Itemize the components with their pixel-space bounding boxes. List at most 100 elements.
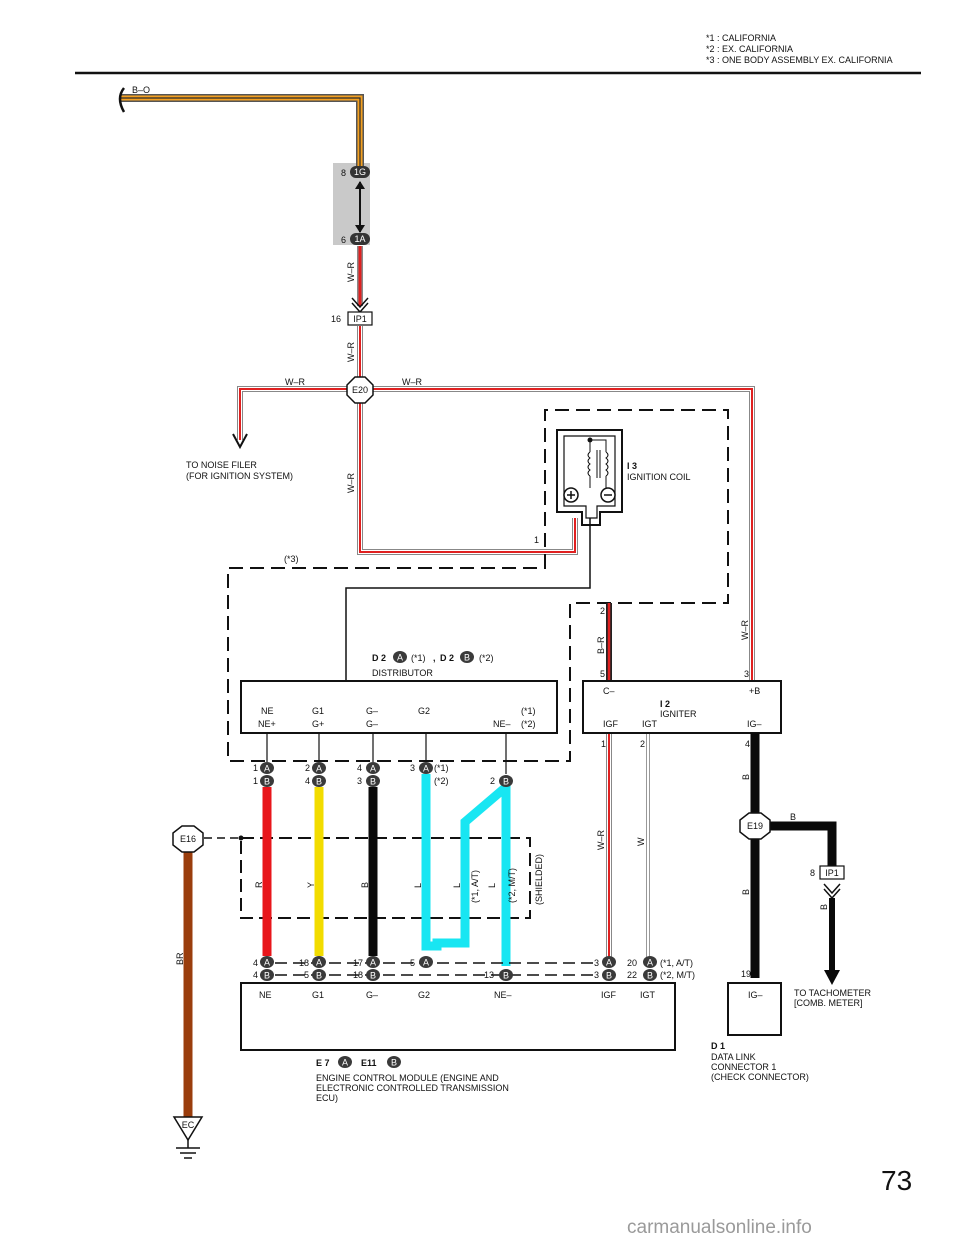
svg-text:G–: G– [366,990,378,1000]
svg-text:6: 6 [341,235,346,245]
igniter-pin-top-2: 2 [600,606,605,616]
svg-text:IGF: IGF [601,990,617,1000]
connector-1g: 1G 8 [341,166,370,178]
svg-text:8: 8 [341,168,346,178]
label-b-ig-3: B [741,889,751,895]
tacho-line2: [COMB. METER] [794,998,863,1008]
igniter-box [582,680,782,734]
label-w-r-1: W–R [346,262,356,283]
dlc-code: D 1 [711,1041,725,1051]
distributor-pins: 1 2 4 3 (*1) 1 4 3 (*2) 2 [253,762,513,787]
connector-ip1: IP1 16 [331,311,373,326]
label-b-o: B–O [132,85,150,95]
tacho-arrow [824,970,840,985]
svg-text:(*1): (*1) [411,653,426,663]
tacho-line1: TO TACHOMETER [794,988,872,998]
label-b: B [360,882,370,888]
svg-text:18: 18 [353,970,363,980]
label-b-ig-2: B [790,812,796,822]
ecm-box [240,982,676,1051]
svg-text:4: 4 [253,958,258,968]
svg-text:(*2): (*2) [521,719,536,729]
svg-text:3: 3 [357,776,362,786]
note-2: *2 : EX. CALIFORNIA [706,44,793,54]
svg-text:D 2: D 2 [440,653,454,663]
svg-text:(*2, M/T): (*2, M/T) [660,970,695,980]
svg-text:NE–: NE– [494,990,512,1000]
dlc-name-3: (CHECK CONNECTOR) [711,1072,809,1082]
condition-notes: *1 : CALIFORNIA *2 : EX. CALIFORNIA *3 :… [706,33,893,65]
dlc-pin: 19 [741,969,751,979]
svg-text:20: 20 [627,958,637,968]
svg-text:D 2: D 2 [372,653,386,663]
coil-code: I 3 [627,461,637,471]
svg-text:16: 16 [331,314,341,324]
svg-text:1G: 1G [354,167,366,177]
svg-text:3: 3 [594,958,599,968]
igniter-igf: IGF [603,719,619,729]
label-b-ig-4: B [819,904,829,910]
svg-text:2: 2 [305,763,310,773]
connector-e19: E19 [739,812,771,840]
svg-text:17: 17 [353,958,363,968]
ecm-terminals: NE G1 G– G2 NE– IGF IGT [259,990,656,1000]
wire-end-left [118,87,126,113]
svg-text:G+: G+ [312,719,324,729]
svg-text:3: 3 [594,970,599,980]
distributor-feed [345,518,591,681]
svg-text:G2: G2 [418,990,430,1000]
svg-text:E16: E16 [180,834,196,844]
watermark: carmanualsonline.info [627,1217,812,1238]
dlc-box [727,982,782,1036]
igniter-pin-1: 1 [601,739,606,749]
ground-ec: EC [172,1116,204,1159]
label-l-1: L [413,883,423,888]
connector-e20: E20 [346,376,374,404]
dlc-name-1: DATA LINK [711,1052,756,1062]
label-w-r-5: W–R [402,377,423,387]
svg-text:4: 4 [305,776,310,786]
coil-name: IGNITION COIL [627,472,691,482]
connector-e16: E16 [172,825,204,853]
svg-text:(*1): (*1) [434,763,449,773]
label-w-r-4: W–R [285,377,306,387]
svg-text:G1: G1 [312,990,324,1000]
igniter-igt: IGT [642,719,658,729]
label-br: BR [175,952,185,965]
igniter-c-minus: C– [603,686,615,696]
star3-note: (*3) [284,554,299,564]
svg-text:G2: G2 [418,706,430,716]
svg-text:IP1: IP1 [825,868,839,878]
wire-w-r [237,246,755,958]
svg-text:3: 3 [410,763,415,773]
wire-l-at [421,774,511,966]
svg-text:,: , [433,653,436,663]
igniter-pin-2: 2 [640,739,645,749]
igniter-ig-minus: IG– [747,719,762,729]
svg-text:(*2): (*2) [434,776,449,786]
note-3: *3 : ONE BODY ASSEMBLY EX. CALIFORNIA [706,55,893,65]
svg-text:G–: G– [366,719,378,729]
noise-filter-line2: (FOR IGNITION SYSTEM) [186,471,293,481]
noise-filter-line1: TO NOISE FILER [186,460,257,470]
svg-text:18: 18 [299,958,309,968]
svg-text:ENGINE CONTROL MODULE (ENGINE: ENGINE CONTROL MODULE (ENGINE AND [316,1073,499,1083]
igniter-code: I 2 [660,699,670,709]
distributor-stubs [266,733,507,774]
svg-text:4: 4 [253,970,258,980]
connector-ip1-b: IP1 8 [810,865,845,880]
assembly-boundary [227,409,729,762]
svg-text:13: 13 [484,970,494,980]
svg-text:EC: EC [182,1120,195,1130]
ignition-coil [556,429,623,526]
label-b-r: B–R [596,636,606,654]
shield-box [240,837,531,919]
label-w-r-6: W–R [740,620,750,641]
svg-text:2: 2 [490,776,495,786]
page-number: 73 [881,1165,912,1196]
svg-text:1: 1 [253,763,258,773]
distributor-terminals: NE G1 G– G2 (*1) NE+ G+ G– NE– (*2) [258,706,536,729]
coil-pin-1: 1 [534,535,539,545]
svg-text:G1: G1 [312,706,324,716]
svg-text:ECU): ECU) [316,1093,338,1103]
